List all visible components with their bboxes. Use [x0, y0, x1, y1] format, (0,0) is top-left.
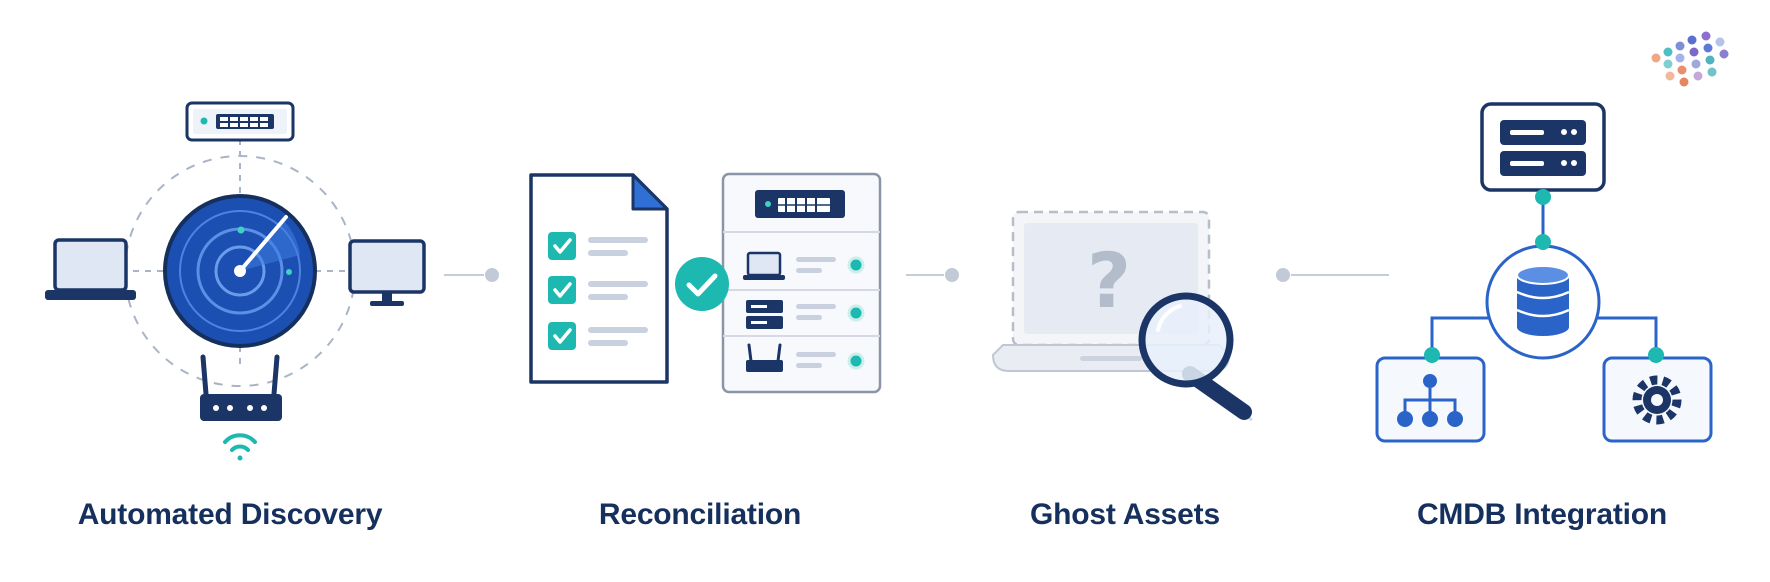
stage-cmdb-integration	[1375, 102, 1713, 443]
question-mark-icon: ?	[1087, 236, 1131, 325]
monitor-icon	[348, 239, 426, 306]
stage-automated-discovery	[45, 101, 426, 461]
radar-icon	[163, 194, 317, 348]
label-reconciliation: Reconciliation	[598, 498, 802, 531]
label-ghost-assets: Ghost Assets	[1030, 498, 1220, 531]
stage-reconciliation	[529, 172, 882, 394]
wifi-icon	[223, 433, 257, 461]
laptop-icon	[45, 238, 136, 300]
connector-3	[1276, 268, 1389, 282]
router-icon	[200, 354, 282, 421]
hierarchy-icon	[1375, 356, 1486, 443]
database-icon	[1485, 244, 1601, 360]
checklist-document-icon	[529, 173, 669, 384]
magnifier-icon	[1138, 292, 1253, 422]
label-cmdb-integration: CMDB Integration	[1416, 498, 1668, 531]
dot-grid-logo-icon	[1651, 31, 1729, 87]
server-icon	[1480, 102, 1606, 192]
stage-ghost-assets: ?	[991, 210, 1253, 422]
network-switch-icon	[185, 101, 295, 142]
connector-1	[444, 268, 499, 282]
gear-icon	[1602, 356, 1713, 443]
asset-list-icon	[721, 172, 882, 394]
checkmark-icon	[675, 257, 729, 311]
label-automated-discovery: Automated Discovery	[77, 498, 383, 531]
connector-2	[906, 268, 959, 282]
